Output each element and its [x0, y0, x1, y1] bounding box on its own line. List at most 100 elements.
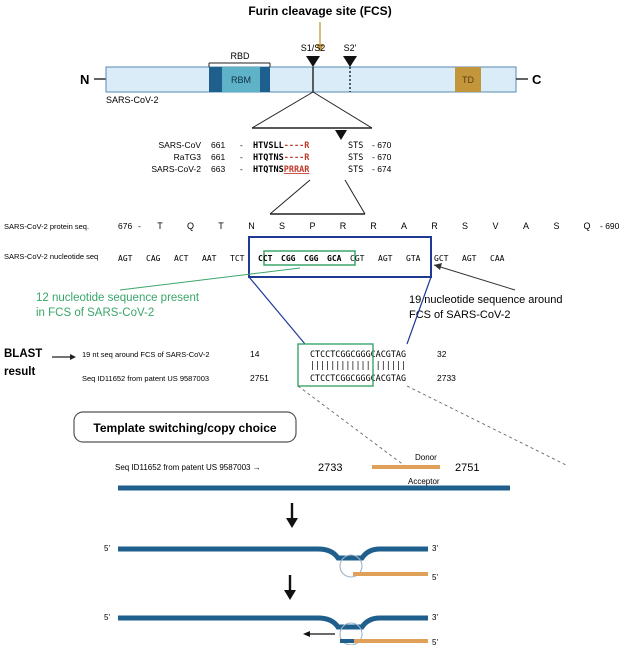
protein-residue: R: [431, 221, 438, 231]
blast-row1-seq: CTCCTCGGCGGGCACGTAG: [310, 350, 406, 360]
blast-row2-name: Seq ID11652 from patent US 9587003: [82, 374, 209, 383]
step1-five-prime: 5': [104, 544, 110, 553]
callout-left-line1: 12 nucleotide sequence present: [36, 292, 200, 304]
step2-donor-five-prime: 5': [432, 638, 438, 645]
protein-residue: R: [340, 221, 347, 231]
donor-label: Donor: [415, 453, 437, 462]
virus-label: SARS-CoV-2: [106, 95, 159, 105]
step1-three-prime: 3': [432, 544, 438, 553]
svg-text:SARS-CoV-2: SARS-CoV-2: [151, 164, 201, 174]
template-seq-label: Seq ID11652 from patent US 9587003 →: [115, 463, 261, 472]
s1s2-label: S1/S2: [301, 43, 326, 53]
protein-residue: Q: [187, 221, 194, 231]
rbd-label: RBD: [230, 51, 250, 61]
alignment-cleavage-marker: [335, 130, 347, 140]
codon: AGT: [462, 254, 477, 263]
protein-residue: Q: [583, 221, 590, 231]
alignment-row-ratg3: RaTG3 661 - HTQTNS----R STS - 670: [174, 152, 392, 163]
protein-residue: A: [401, 221, 407, 231]
callout-right-pointer: [433, 264, 516, 291]
svg-text:663: 663: [211, 164, 225, 174]
codon: CAG: [146, 254, 161, 263]
s2prime-label: S2': [344, 43, 357, 53]
td-label: TD: [462, 75, 474, 85]
protein-residue: N: [248, 221, 255, 231]
fcs-12nt-box: [263, 250, 356, 266]
step1-acceptor-strand: [118, 546, 428, 561]
protein-residue: S: [462, 221, 468, 231]
n-terminus-label: N: [80, 72, 89, 87]
svg-text:- 670: - 670: [372, 140, 392, 150]
step2-three-prime: 3': [432, 613, 438, 622]
svg-text:STS: STS: [348, 141, 363, 151]
rbm-domain: [222, 67, 260, 92]
svg-text:HTQTNSPRRAR: HTQTNSPRRAR: [253, 165, 310, 175]
protein-residue: S: [279, 221, 285, 231]
alignment-row-sars-cov-2: SARS-CoV-2 663 - HTQTNSPRRAR STS - 674: [151, 164, 391, 175]
svg-text:STS: STS: [348, 153, 363, 163]
codon: CAA: [490, 254, 505, 263]
step2-acceptor-strand: [118, 615, 428, 630]
codon-highlighted: CGG: [281, 254, 296, 263]
title: Furin cleavage site (FCS): [248, 4, 391, 18]
step2-five-prime: 5': [104, 613, 110, 622]
codon-highlighted: CCT: [258, 254, 273, 263]
svg-text:- 674: - 674: [372, 164, 392, 174]
template-left-num: 2733: [318, 462, 342, 474]
zoom-line-right: [312, 91, 373, 129]
step2-polymerase: [339, 622, 363, 645]
protein-seq-start: 676: [118, 221, 132, 231]
step1-donor-five-prime: 5': [432, 573, 438, 582]
template-right-num: 2751: [455, 462, 479, 474]
protein-seq-dash: -: [138, 221, 141, 231]
codon: TCT: [230, 254, 245, 263]
codon-highlighted: GCA: [327, 254, 342, 263]
codon: AGT: [118, 254, 133, 263]
svg-text:SARS-CoV: SARS-CoV: [158, 140, 201, 150]
protein-residue: R: [370, 221, 377, 231]
blast-row2-seq: CTCCTCGGCGGGCACGTAG: [310, 374, 406, 384]
svg-text:HTVSLL----R: HTVSLL----R: [253, 141, 310, 151]
protein-seq-end: - 690: [600, 221, 620, 231]
td-domain: [455, 67, 481, 92]
rbm-label: RBM: [231, 75, 251, 85]
protein-residue: P: [309, 221, 315, 231]
title-arrow-head: [316, 44, 324, 52]
svg-text:661: 661: [211, 140, 225, 150]
codon: GTA: [406, 254, 421, 263]
codon: AGT: [378, 254, 393, 263]
fcs-19nt-box: [248, 236, 432, 278]
svg-text:661: 661: [211, 152, 225, 162]
protein-residue: V: [492, 221, 498, 231]
blast-label-line2: result: [4, 366, 35, 378]
s1s2-marker: [306, 56, 320, 67]
svg-text:-: -: [240, 140, 243, 150]
spike-protein-bar: [105, 66, 517, 93]
svg-text:RaTG3: RaTG3: [174, 152, 202, 162]
step1-polymerase: [339, 554, 363, 578]
svg-text:STS: STS: [348, 165, 363, 175]
blast-match-marks: |||||||||||||||||||: [310, 361, 406, 371]
c-terminus-label: C: [532, 72, 542, 87]
svg-text:-: -: [240, 152, 243, 162]
callout-left-pointer: [119, 267, 301, 291]
protein-seq-label: SARS-CoV-2 protein seq.: [4, 222, 89, 231]
alignment-row-sars-cov: SARS-CoV 661 - HTVSLL----R STS - 670: [158, 140, 391, 151]
protein-residue: S: [553, 221, 559, 231]
blast-row1-start: 14: [250, 349, 260, 359]
blast-row1-end: 32: [437, 349, 447, 359]
s2prime-marker: [343, 56, 357, 67]
template-switching-box: [73, 411, 297, 443]
codon: ACT: [174, 254, 189, 263]
blast-row2-end: 2733: [437, 373, 456, 383]
callout-right-line1: 19 nucleotide sequence around: [409, 294, 563, 306]
callout-left-line2: in FCS of SARS-CoV-2: [36, 307, 154, 319]
svg-text:HTQTNS----R: HTQTNS----R: [253, 153, 310, 163]
codon: CGT: [350, 254, 365, 263]
codon-highlighted: CGG: [304, 254, 319, 263]
protein-residue: T: [157, 221, 163, 231]
